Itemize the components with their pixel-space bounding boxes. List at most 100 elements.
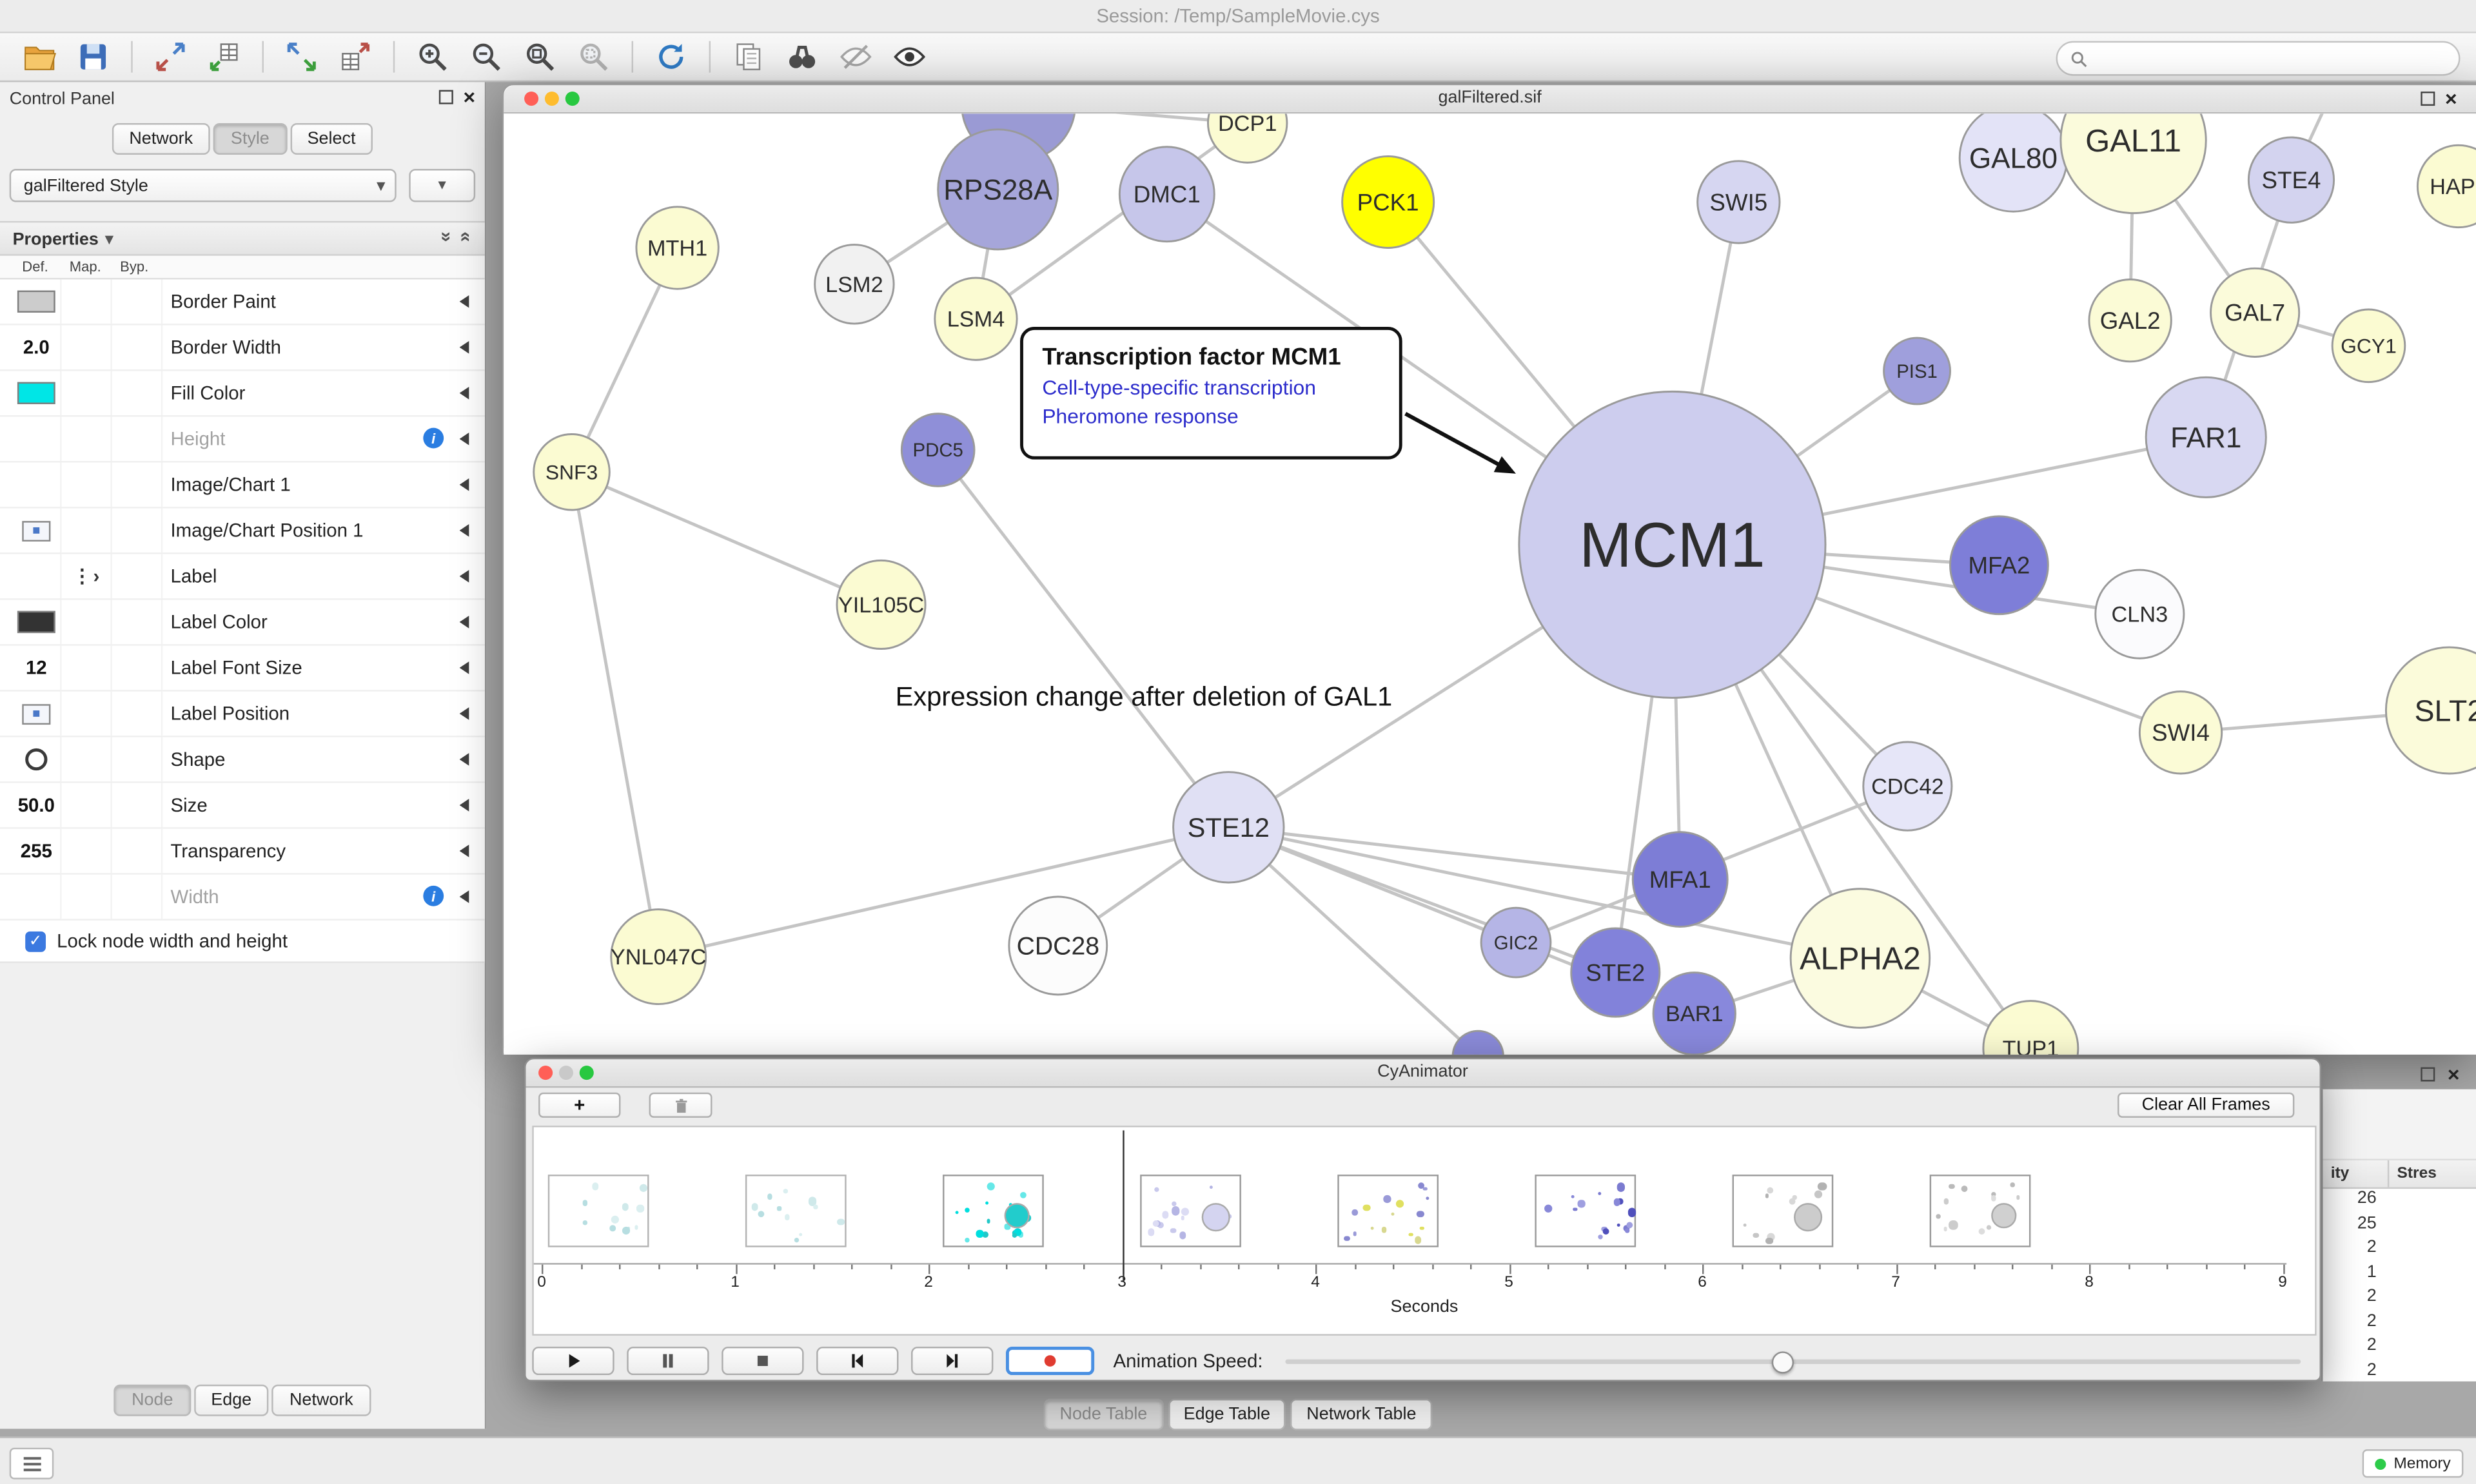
network-node-lsm2[interactable] bbox=[814, 244, 895, 325]
expand-row-arrow-icon[interactable] bbox=[459, 845, 469, 857]
network-node-ste4[interactable] bbox=[2247, 136, 2335, 224]
frame-thumbnail-5[interactable] bbox=[1337, 1175, 1439, 1247]
network-node-mth1[interactable] bbox=[635, 206, 720, 290]
network-node-pdc5[interactable] bbox=[900, 413, 976, 487]
frame-thumbnail-6[interactable] bbox=[1535, 1175, 1636, 1247]
collapse-all-icon[interactable] bbox=[433, 231, 455, 242]
network-node-rps28a[interactable] bbox=[937, 128, 1059, 251]
network-node-bar1[interactable] bbox=[1652, 971, 1736, 1055]
property-row-border-paint[interactable]: Border Paint bbox=[0, 279, 485, 326]
import-table-button[interactable] bbox=[201, 36, 248, 77]
float-network-icon[interactable] bbox=[2421, 92, 2436, 106]
network-node-gal7[interactable] bbox=[2210, 267, 2301, 358]
tab-network[interactable]: Network bbox=[112, 123, 211, 155]
table-row[interactable]: 2 bbox=[2366, 1335, 2377, 1355]
table-row[interactable]: 2 bbox=[2366, 1360, 2377, 1380]
slider-thumb[interactable] bbox=[1771, 1351, 1794, 1374]
table-row[interactable]: 2 bbox=[2366, 1311, 2377, 1331]
frame-thumbnail-2[interactable] bbox=[745, 1175, 847, 1247]
ellipse-shape-icon[interactable] bbox=[25, 748, 48, 771]
frame-thumbnail-1[interactable] bbox=[547, 1175, 649, 1247]
property-row-width[interactable]: Width bbox=[0, 874, 485, 921]
property-row-fill-color[interactable]: Fill Color bbox=[0, 371, 485, 417]
tab-node-table[interactable]: Node Table bbox=[1044, 1398, 1163, 1430]
expand-all-icon[interactable] bbox=[456, 231, 478, 242]
network-edge[interactable] bbox=[975, 122, 1249, 320]
show-all-button[interactable] bbox=[886, 36, 933, 77]
table-col-2[interactable]: Stres bbox=[2397, 1165, 2437, 1183]
search-box[interactable] bbox=[2056, 41, 2461, 76]
hide-selected-button[interactable] bbox=[832, 36, 879, 77]
expand-row-arrow-icon[interactable] bbox=[459, 295, 469, 308]
property-row-height[interactable]: Height bbox=[0, 416, 485, 463]
playhead[interactable] bbox=[1122, 1130, 1124, 1282]
property-row-label-position[interactable]: Label Position bbox=[0, 691, 485, 737]
network-edge[interactable] bbox=[1227, 826, 1479, 1055]
expand-row-arrow-icon[interactable] bbox=[459, 478, 469, 491]
property-row-label-color[interactable]: Label Color bbox=[0, 600, 485, 646]
network-node-swi4[interactable] bbox=[2138, 690, 2223, 775]
network-node-dcp1[interactable] bbox=[1207, 113, 1288, 164]
tab-network-bottom[interactable]: Network bbox=[272, 1384, 371, 1416]
properties-header[interactable]: Properties bbox=[0, 220, 485, 256]
maximize-window-button[interactable] bbox=[565, 92, 580, 106]
color-swatch[interactable] bbox=[17, 382, 55, 404]
expand-row-arrow-icon[interactable] bbox=[459, 799, 469, 812]
close-window-button[interactable] bbox=[524, 92, 539, 106]
network-edge[interactable] bbox=[1228, 825, 1861, 960]
property-row-label[interactable]: Label bbox=[0, 554, 485, 600]
network-node-mcm1[interactable] bbox=[1518, 390, 1827, 699]
memory-button[interactable]: Memory bbox=[2362, 1449, 2464, 1478]
table-row[interactable]: 2 bbox=[2366, 1286, 2377, 1306]
zoom-selected-button[interactable] bbox=[570, 36, 617, 77]
open-session-button[interactable] bbox=[15, 36, 63, 77]
cyanimator-titlebar[interactable]: CyAnimator bbox=[526, 1059, 2320, 1088]
last-frame-button[interactable] bbox=[911, 1346, 994, 1376]
first-frame-button[interactable] bbox=[816, 1346, 899, 1376]
network-node-snf3[interactable] bbox=[533, 433, 611, 511]
color-swatch[interactable] bbox=[17, 610, 55, 634]
animation-speed-slider[interactable] bbox=[1284, 1347, 2301, 1375]
style-dropdown[interactable]: galFiltered Style bbox=[9, 169, 397, 202]
network-node-slt2[interactable] bbox=[2384, 646, 2476, 775]
expand-row-arrow-icon[interactable] bbox=[459, 616, 469, 629]
tab-select[interactable]: Select bbox=[290, 123, 373, 155]
record-button[interactable] bbox=[1006, 1346, 1095, 1376]
color-swatch[interactable] bbox=[17, 290, 55, 313]
network-node-hap1[interactable] bbox=[2416, 144, 2476, 229]
network-node-gcy1[interactable] bbox=[2331, 308, 2406, 384]
tab-node[interactable]: Node bbox=[114, 1384, 191, 1416]
network-node-cdc28[interactable] bbox=[1008, 895, 1108, 996]
expand-row-arrow-icon[interactable] bbox=[459, 890, 469, 903]
network-node-ste12[interactable] bbox=[1172, 771, 1285, 884]
network-edge[interactable] bbox=[571, 470, 882, 607]
network-node-ste2[interactable] bbox=[1570, 927, 1661, 1018]
network-window-titlebar[interactable]: galFiltered.sif bbox=[504, 85, 2476, 114]
network-node-far1[interactable] bbox=[2145, 376, 2267, 498]
expand-row-arrow-icon[interactable] bbox=[459, 524, 469, 537]
network-node-gic2[interactable] bbox=[1480, 906, 1552, 979]
network-node-gal2[interactable] bbox=[2088, 278, 2172, 363]
network-node-tup1[interactable] bbox=[1982, 1000, 2079, 1055]
position-icon[interactable] bbox=[22, 703, 51, 724]
add-frame-button[interactable]: + bbox=[538, 1092, 621, 1118]
close-animator-button[interactable] bbox=[538, 1066, 553, 1080]
close-network-icon[interactable] bbox=[2445, 92, 2457, 106]
expand-row-arrow-icon[interactable] bbox=[459, 707, 469, 720]
network-edge[interactable] bbox=[570, 471, 660, 957]
stop-button[interactable] bbox=[722, 1346, 804, 1376]
network-node-swi5[interactable] bbox=[1696, 160, 1781, 244]
zoom-in-button[interactable] bbox=[409, 36, 456, 77]
network-node-mfa1[interactable] bbox=[1631, 831, 1729, 928]
tab-network-table[interactable]: Network Table bbox=[1290, 1398, 1432, 1430]
close-panel-icon[interactable] bbox=[464, 90, 476, 104]
network-node-lsm4[interactable] bbox=[934, 277, 1018, 361]
network-node-yil105c[interactable] bbox=[836, 559, 927, 650]
export-table-button[interactable] bbox=[331, 36, 378, 77]
tab-edge[interactable]: Edge bbox=[193, 1384, 270, 1416]
